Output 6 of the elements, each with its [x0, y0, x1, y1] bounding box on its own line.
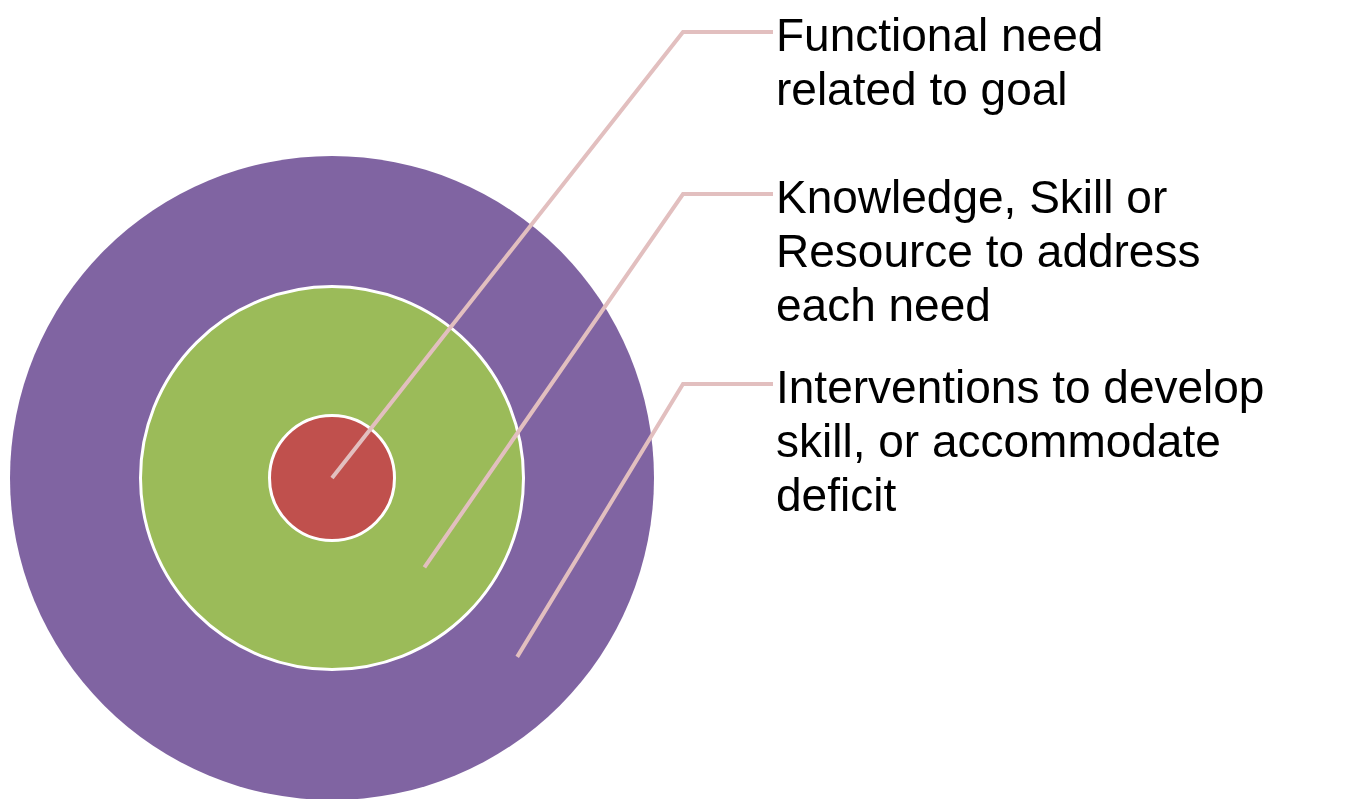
callout-text: Interventions to develop skill, or accommodate deficit — [776, 360, 1336, 522]
callout-text: Knowledge, Skill or Resource to address each need — [776, 170, 1296, 332]
leader-line — [330, 30, 773, 480]
leader-line — [422, 192, 773, 569]
callout-text: Functional need related to goal — [776, 8, 1176, 116]
leader-line — [515, 382, 773, 658]
